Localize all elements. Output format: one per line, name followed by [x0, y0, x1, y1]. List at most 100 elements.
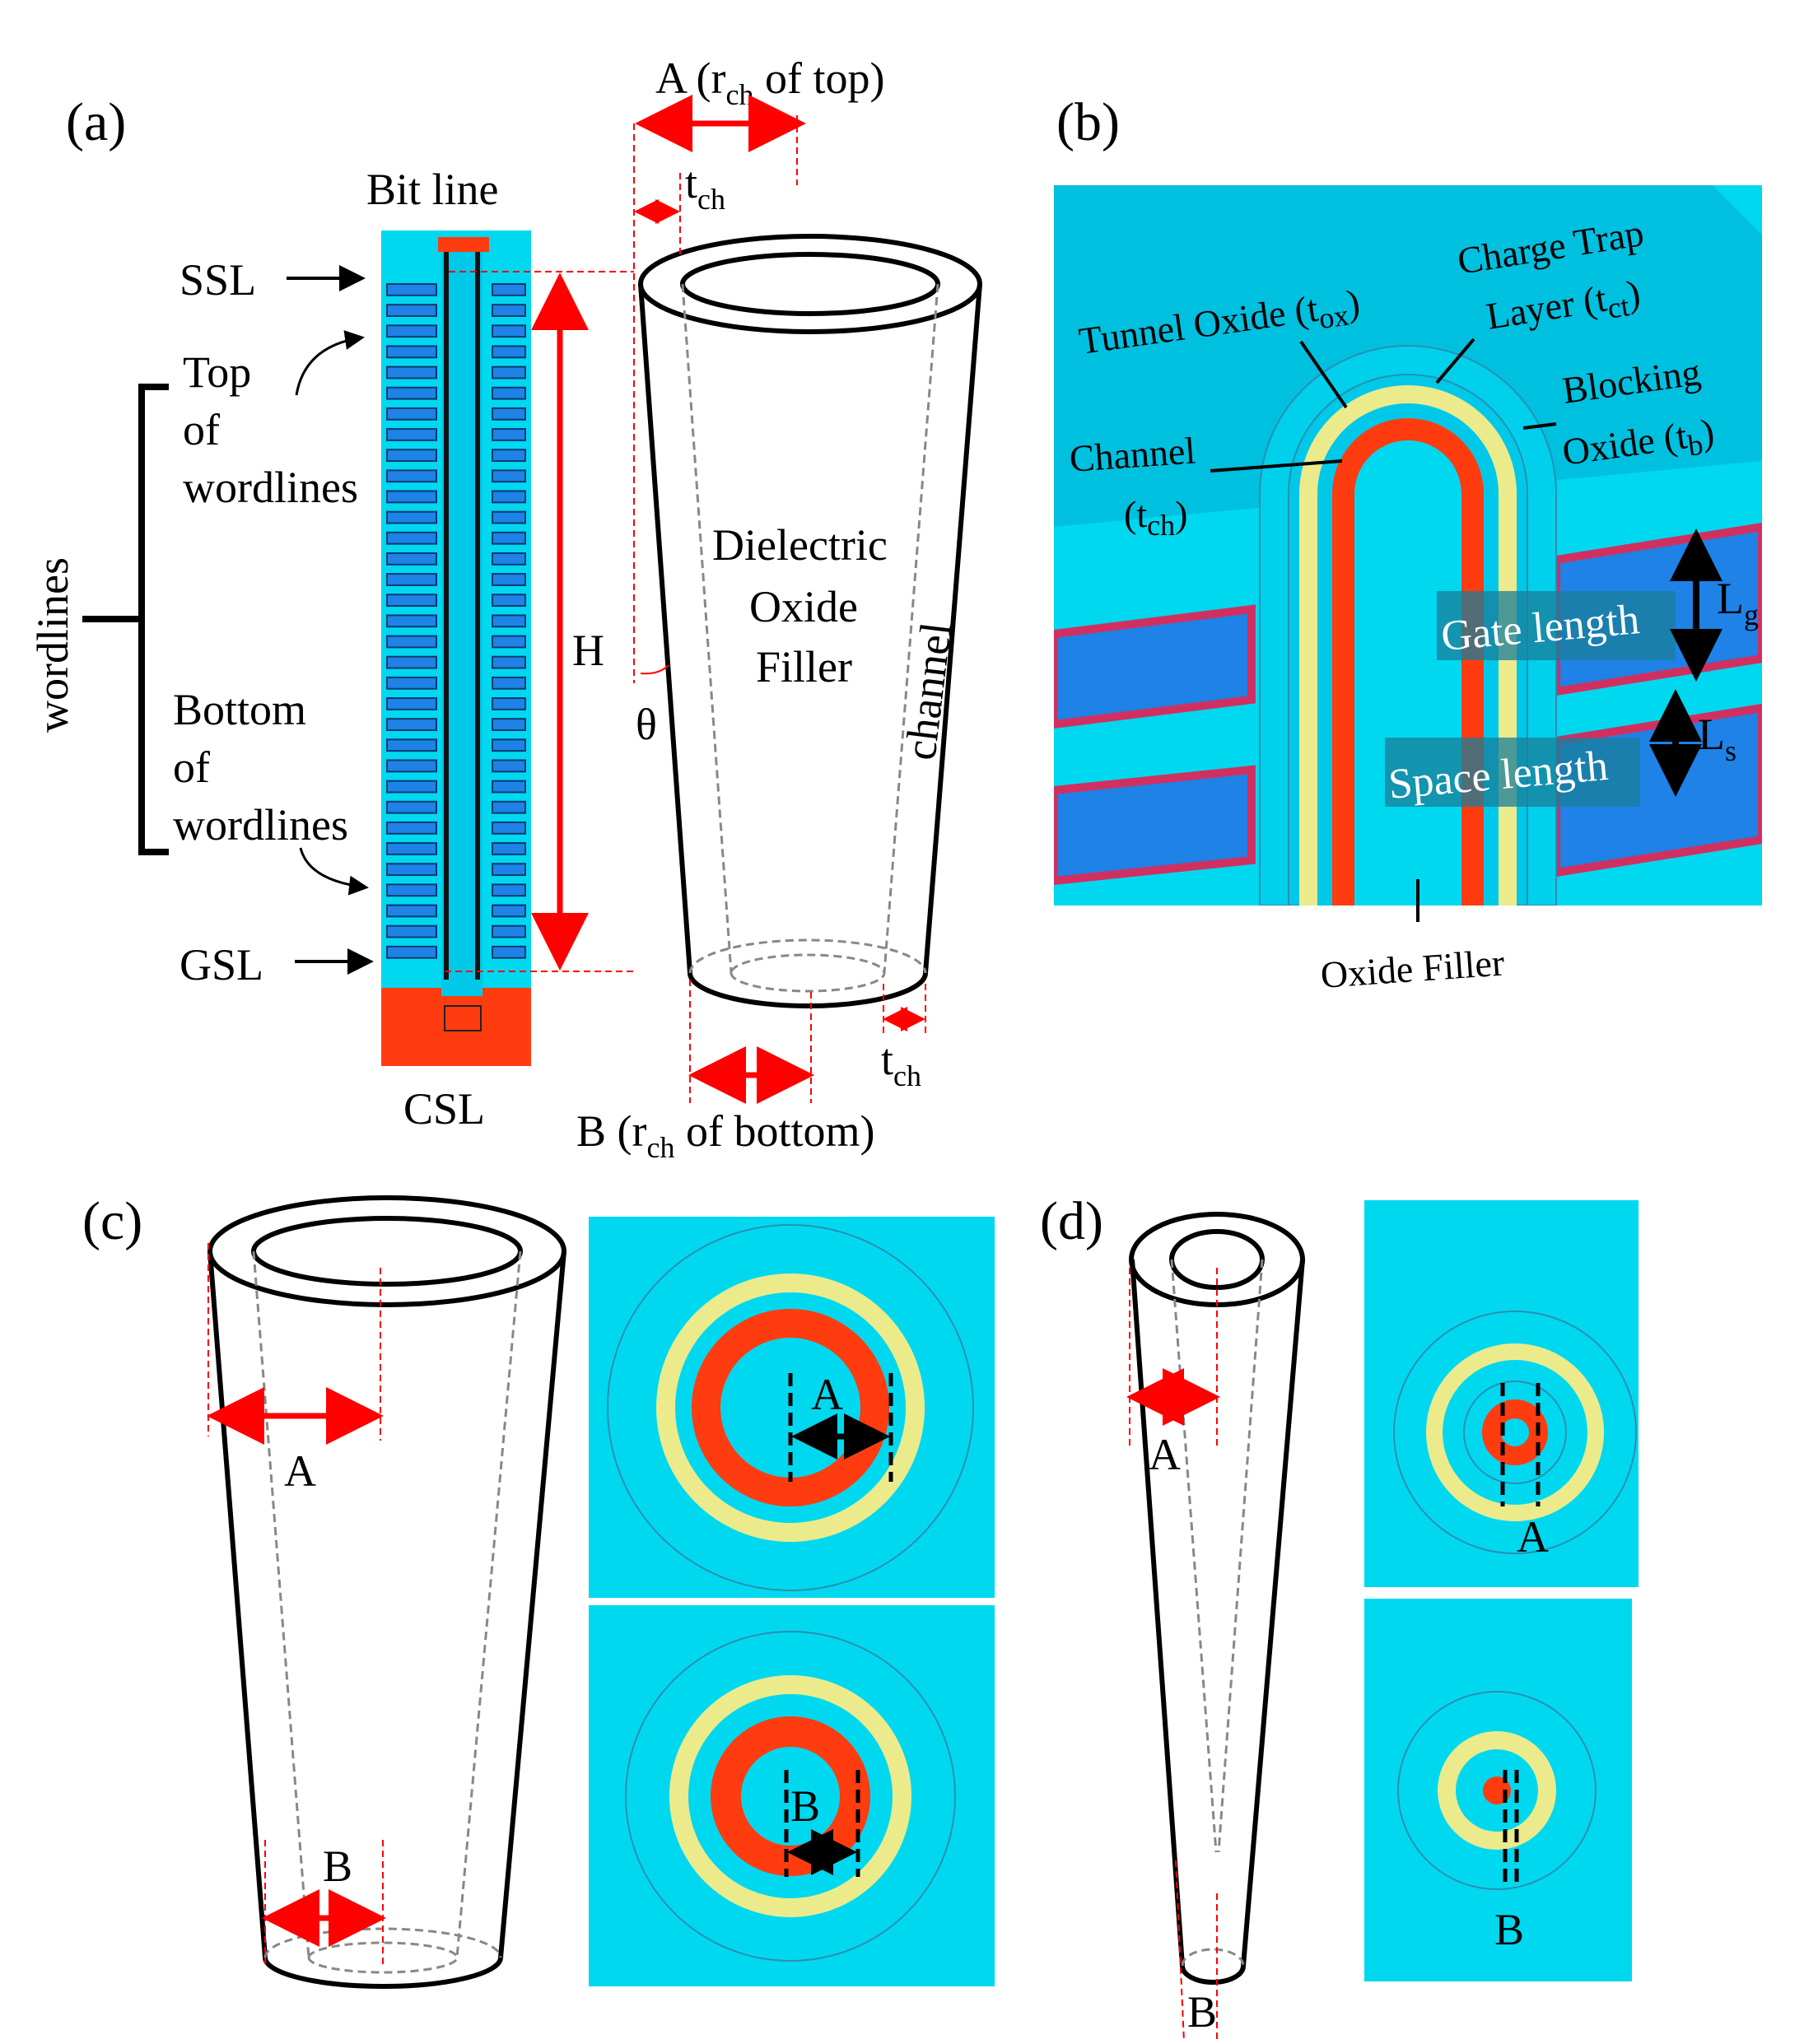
wordline-bar — [386, 324, 437, 338]
filler-label-1: Dielectric — [712, 520, 888, 570]
wordline-bar — [492, 676, 526, 690]
wordline-bar — [386, 573, 437, 586]
wordline-bar — [492, 304, 526, 317]
wordline-bar — [492, 510, 526, 524]
wordline-bar — [386, 407, 437, 421]
panel-d: (d) A B A — [1040, 1191, 1639, 2042]
wordline-bar — [492, 614, 526, 628]
c-top-view — [589, 1217, 995, 1598]
panel-a-tag: (a) — [66, 92, 126, 152]
top-of-wordlines-label-1: Top — [183, 347, 251, 397]
wordline-bar — [492, 863, 526, 877]
wordline-bar — [386, 821, 437, 835]
tch-top-label: tch — [685, 158, 725, 216]
wordline-bars — [386, 283, 526, 959]
wordline-bar — [492, 945, 526, 959]
panel-c-tag: (c) — [82, 1191, 142, 1251]
wordline-bar — [492, 283, 526, 296]
channel-label-b-1: Channel — [1068, 429, 1196, 480]
d-a-label: A — [1149, 1430, 1181, 1479]
wordline-bar — [386, 469, 437, 483]
wordline-bar — [386, 614, 437, 628]
wordline-bar — [386, 759, 437, 773]
wordlines-brace — [138, 384, 169, 855]
top-of-wordlines-label-3: wordlines — [183, 463, 358, 512]
ls-label: Ls — [1698, 710, 1736, 767]
wordline-bar — [386, 552, 437, 566]
oxide-filler-label: Oxide Filler — [1319, 942, 1506, 996]
bottom-of-wordlines-label-3: wordlines — [173, 800, 348, 850]
c-b-label: B — [323, 1841, 352, 1891]
wordline-bar — [492, 324, 526, 338]
wordline-bar — [386, 842, 437, 855]
wordline-bar — [492, 655, 526, 669]
c-top-view-a-label: A — [811, 1370, 843, 1419]
wordline-bar — [492, 449, 526, 463]
wordline-bar — [386, 490, 437, 504]
wordline-bar — [492, 531, 526, 545]
wordline-bar — [386, 428, 437, 441]
c-bottom-view-b-label: B — [790, 1781, 820, 1831]
theta-label: θ — [636, 700, 657, 749]
panel-b: (b) Charge Trap Layer (tct) Tunnel Oxide… — [1054, 92, 1762, 996]
wordline-bar — [492, 365, 526, 379]
wordline-bar — [492, 386, 526, 400]
wordline-bar — [386, 924, 437, 938]
c-bottom-view — [589, 1605, 995, 1986]
wordline-bar — [492, 842, 526, 855]
channel-label-a: channel — [895, 619, 961, 762]
wordline-bar — [492, 469, 526, 483]
d-bottom-view-b-label: B — [1494, 1905, 1524, 1954]
csl-label: CSL — [403, 1084, 485, 1134]
wordline-bar — [386, 863, 437, 877]
wordline-bar — [386, 945, 437, 959]
panel-d-tag: (d) — [1040, 1191, 1103, 1251]
wordline-bar — [386, 800, 437, 814]
wordline-bar — [386, 738, 437, 752]
wordline-bar — [386, 386, 437, 400]
bottom-wordlines-arrow — [299, 847, 369, 896]
bottom-radius-label: B (rch of bottom) — [576, 1106, 874, 1164]
wordline-bar — [492, 738, 526, 752]
wordline-bar — [386, 531, 437, 545]
wordline-bar — [386, 304, 437, 317]
3d-cell-render — [1054, 185, 1762, 906]
wordline-bar — [386, 676, 437, 690]
wordline-bar — [386, 718, 437, 732]
lg-label: Lg — [1717, 574, 1759, 631]
wordline-bar — [386, 697, 437, 710]
height-label: H — [572, 626, 604, 675]
filler-label-2: Oxide — [749, 582, 858, 631]
wordline-bar — [386, 365, 437, 379]
wordline-bar — [386, 449, 437, 463]
gsl-label: GSL — [179, 940, 263, 989]
wordline-bar — [386, 655, 437, 669]
wordline-bar — [492, 924, 526, 938]
wordline-bar — [386, 780, 437, 794]
wordline-bar — [492, 552, 526, 566]
channel-label-b-2: (tch) — [1124, 493, 1187, 542]
bottom-of-wordlines-label-1: Bottom — [173, 685, 306, 734]
ssl-label: SSL — [179, 255, 256, 305]
top-of-wordlines-label-2: of — [183, 405, 220, 454]
wordline-bar — [492, 428, 526, 441]
channel-cone-c — [207, 1195, 566, 1989]
top-wordlines-arrow — [295, 330, 365, 396]
wordline-bar — [386, 904, 437, 918]
wordline-bar — [492, 594, 526, 608]
wordline-bar — [492, 490, 526, 504]
wordline-bar — [492, 821, 526, 835]
wordlines-label: wordlines — [28, 557, 77, 733]
wordline-bar — [492, 345, 526, 359]
wordline-bar — [386, 345, 437, 359]
wordline-bar — [386, 283, 437, 296]
wordline-bar — [492, 800, 526, 814]
c-a-label: A — [284, 1446, 316, 1496]
d-bottom-view — [1364, 1599, 1632, 1981]
wordline-bar — [386, 883, 437, 897]
tch-bottom-label: tch — [881, 1035, 921, 1092]
wordline-bar — [386, 635, 437, 649]
panel-b-tag: (b) — [1056, 92, 1120, 152]
wordline-bar — [492, 759, 526, 773]
